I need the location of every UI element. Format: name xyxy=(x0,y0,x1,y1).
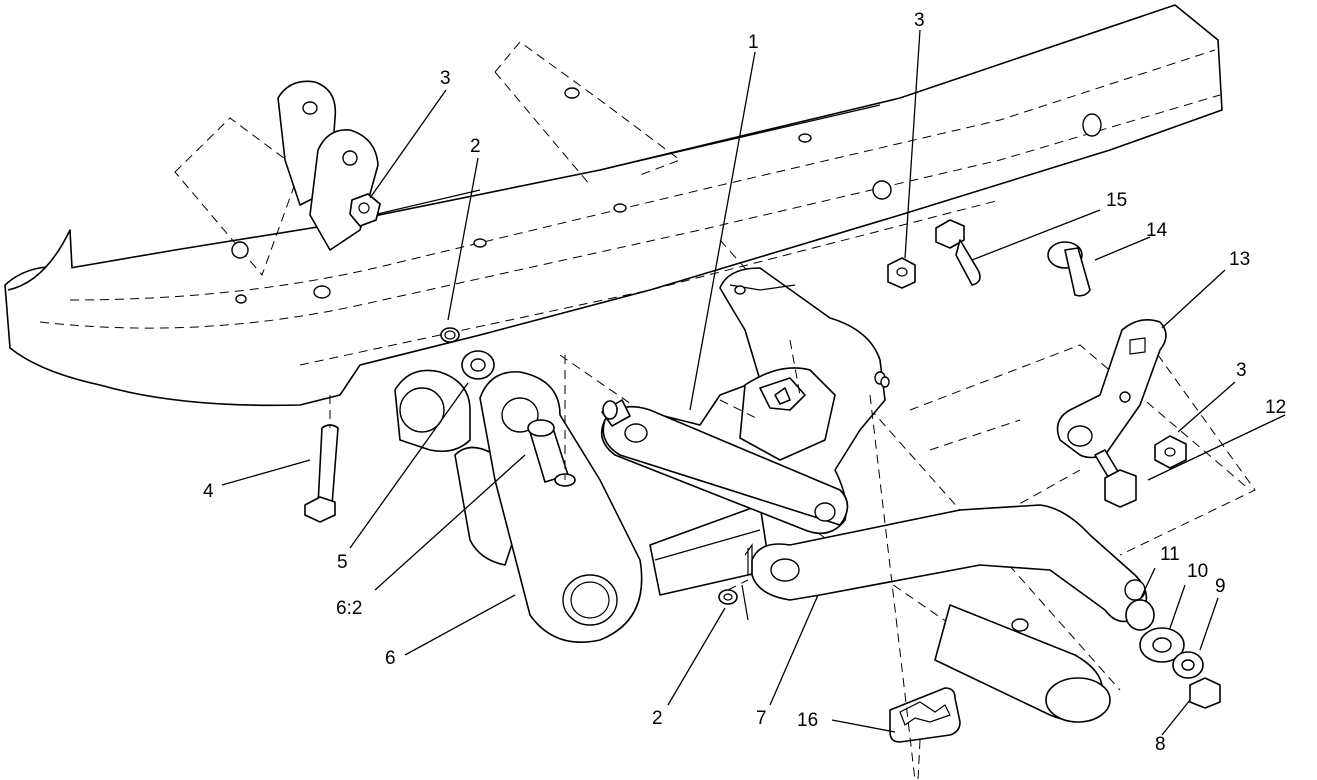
callout-16: 16 xyxy=(797,710,818,731)
callout-2-upper: 2 xyxy=(470,136,481,157)
frame-rail xyxy=(4,4,1223,407)
bolt-item-4 xyxy=(304,395,339,523)
callout-12: 12 xyxy=(1265,397,1286,418)
clip-item-2-upper xyxy=(440,327,460,343)
clip-item-2-lower xyxy=(718,579,749,621)
callout-10: 10 xyxy=(1187,561,1208,582)
lever-arm xyxy=(744,504,1148,623)
nut-item-3-left xyxy=(349,193,381,227)
callout-7: 7 xyxy=(756,708,767,729)
pivot-arm xyxy=(394,355,643,643)
mid-bracket xyxy=(600,267,890,535)
link-plate xyxy=(1056,319,1167,481)
bolt-item-14 xyxy=(1047,241,1091,297)
callout-labels: 1 2 3 3 3 4 5 6:2 6 2 7 8 9 10 11 12 13 … xyxy=(203,10,1286,755)
callout-6-2: 6:2 xyxy=(336,598,362,619)
callout-2-lower: 2 xyxy=(652,708,663,729)
cross-tube xyxy=(559,239,1251,723)
bolt-item-12 xyxy=(1104,469,1137,508)
decal-item-16 xyxy=(869,394,961,780)
callout-14: 14 xyxy=(1146,220,1168,241)
nut-item-3-mid xyxy=(887,257,916,289)
callout-13: 13 xyxy=(1229,249,1250,270)
callout-11: 11 xyxy=(1160,544,1180,565)
nut-item-3-right xyxy=(1154,435,1187,469)
washer-item-5 xyxy=(461,350,495,380)
callout-3-left: 3 xyxy=(440,68,451,89)
callout-5: 5 xyxy=(337,552,348,573)
callout-4: 4 xyxy=(203,481,214,502)
bolt-item-15 xyxy=(935,219,981,286)
hardware-stack-8-11 xyxy=(1125,599,1221,709)
callout-3-right: 3 xyxy=(1236,360,1247,381)
leader-lines xyxy=(221,29,1286,736)
callout-8: 8 xyxy=(1155,734,1166,755)
background-plate xyxy=(494,41,682,186)
callout-6: 6 xyxy=(385,648,396,669)
callout-15: 15 xyxy=(1106,190,1127,211)
callout-3-mid: 3 xyxy=(914,10,925,31)
callout-1: 1 xyxy=(748,32,759,53)
callout-9: 9 xyxy=(1215,576,1226,597)
